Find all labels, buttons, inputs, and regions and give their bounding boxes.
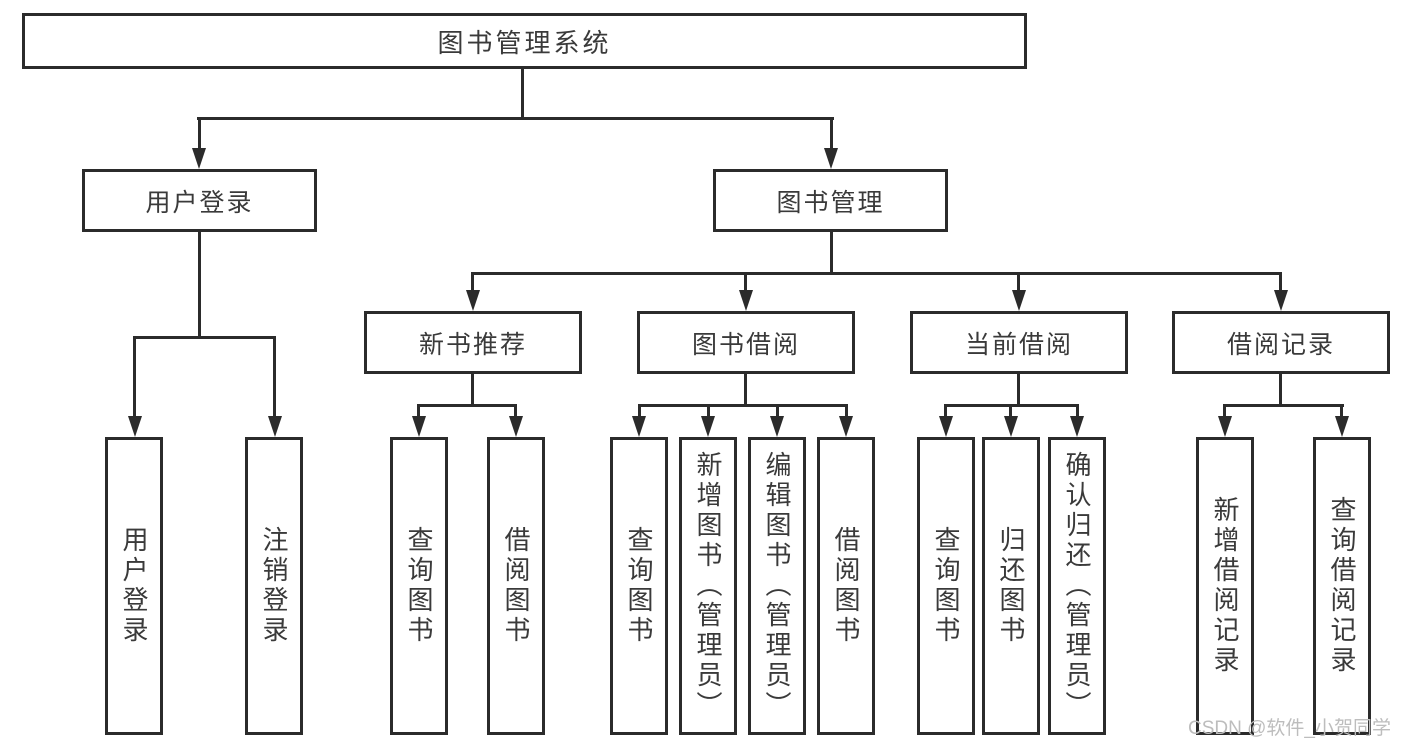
arrow-down-icon (128, 416, 142, 437)
arrow-down-icon (739, 290, 753, 311)
connector-line (471, 272, 474, 291)
node-book-management: 图书管理 (713, 169, 948, 232)
node-logout-leaf: 注销登录 (245, 437, 303, 735)
connector-line (198, 117, 201, 149)
connector-line (944, 404, 947, 417)
connector-line (638, 404, 847, 407)
node-bb-add-books: 新增图书（管理员） (679, 437, 737, 735)
connector-line (1279, 272, 1282, 291)
arrow-down-icon (1004, 416, 1018, 437)
csdn-watermark: CSDN @软件_小贺同学 (1188, 718, 1391, 739)
connector-line (1017, 374, 1020, 407)
connector-line (1017, 272, 1020, 291)
arrow-down-icon (1218, 416, 1232, 437)
connector-line (197, 117, 834, 120)
arrow-down-icon (632, 416, 646, 437)
connector-line (1340, 404, 1343, 417)
arrow-down-icon (770, 416, 784, 437)
connector-line (198, 232, 201, 336)
connector-line (133, 336, 276, 339)
connector-line (417, 404, 420, 417)
node-bb-borrow-books: 借阅图书 (817, 437, 875, 735)
arrow-down-icon (1012, 290, 1026, 311)
connector-line (1279, 374, 1282, 407)
arrow-down-icon (412, 416, 426, 437)
node-br-add-record: 新增借阅记录 (1196, 437, 1254, 735)
node-root: 图书管理系统 (22, 13, 1027, 69)
arrow-down-icon (192, 148, 206, 169)
node-bb-query-books: 查询图书 (610, 437, 668, 735)
node-borrow-record: 借阅记录 (1172, 311, 1390, 374)
connector-line (707, 404, 710, 417)
node-user-login: 用户登录 (82, 169, 317, 232)
node-user-login-leaf: 用户登录 (105, 437, 163, 735)
node-nbr-borrow-books: 借阅图书 (487, 437, 545, 735)
node-cb-confirm-return: 确认归还（管理员） (1048, 437, 1106, 735)
arrow-down-icon (509, 416, 523, 437)
connector-line (273, 336, 276, 416)
connector-line (776, 404, 779, 417)
connector-line (830, 117, 833, 149)
connector-line (417, 404, 517, 407)
node-cb-return-books: 归还图书 (982, 437, 1040, 735)
connector-line (1223, 404, 1226, 417)
arrow-down-icon (466, 290, 480, 311)
arrow-down-icon (701, 416, 715, 437)
connector-line (521, 69, 524, 120)
node-cb-query-books: 查询图书 (917, 437, 975, 735)
connector-line (514, 404, 517, 417)
connector-line (1223, 404, 1344, 407)
connector-line (1076, 404, 1079, 417)
arrow-down-icon (1274, 290, 1288, 311)
arrow-down-icon (268, 416, 282, 437)
connector-line (744, 272, 747, 291)
connector-line (133, 336, 136, 416)
node-nbr-query-books: 查询图书 (390, 437, 448, 735)
connector-line (830, 232, 833, 275)
arrow-down-icon (839, 416, 853, 437)
node-bb-edit-books: 编辑图书（管理员） (748, 437, 806, 735)
arrow-down-icon (1335, 416, 1349, 437)
arrow-down-icon (1070, 416, 1084, 437)
arrow-down-icon (939, 416, 953, 437)
connector-line (471, 374, 474, 407)
connector-line (1009, 404, 1012, 417)
arrow-down-icon (824, 148, 838, 169)
node-book-borrow: 图书借阅 (637, 311, 855, 374)
connector-line (471, 272, 1282, 275)
connector-line (638, 404, 641, 417)
connector-line (744, 374, 747, 407)
connector-line (845, 404, 848, 417)
node-current-borrow: 当前借阅 (910, 311, 1128, 374)
node-br-query-record: 查询借阅记录 (1313, 437, 1371, 735)
node-new-book-recommend: 新书推荐 (364, 311, 582, 374)
